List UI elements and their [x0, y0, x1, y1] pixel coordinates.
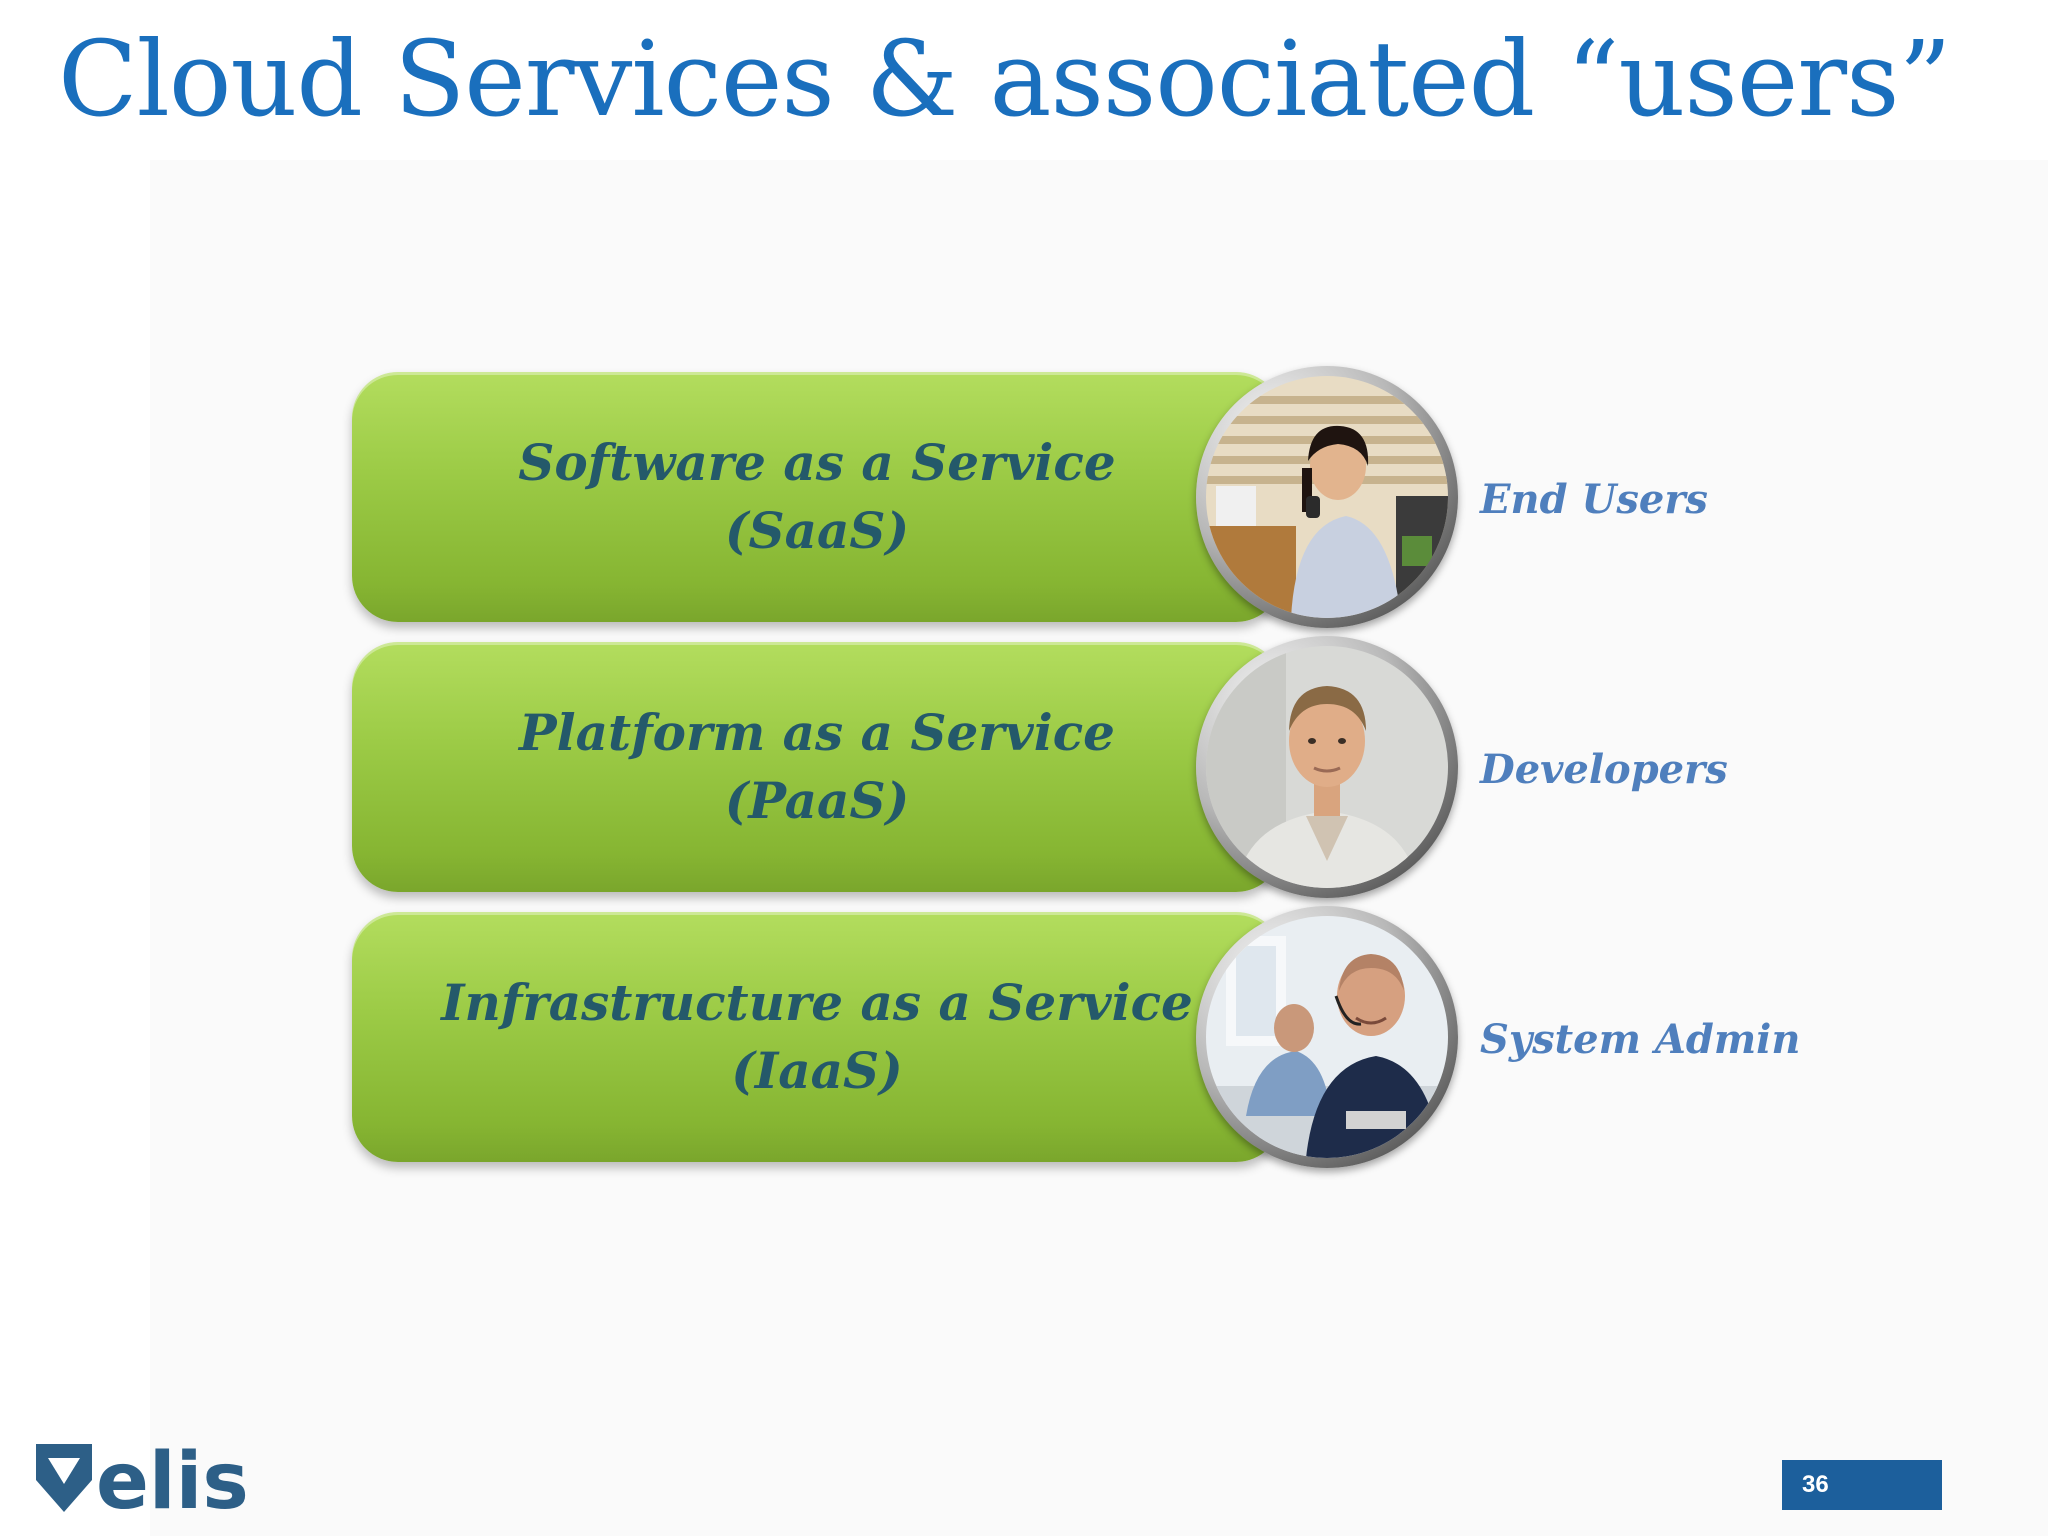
service-label-paas: Platform as a Service (PaaS) [352, 642, 1282, 892]
user-label-system-admin: System Admin [1480, 1016, 1801, 1063]
service-pill-iaas [352, 912, 1282, 1162]
service-pill-paas [352, 642, 1282, 892]
office-worker-photo [1206, 376, 1448, 618]
service-abbrev: (IaaS) [731, 1041, 903, 1100]
user-label-developers: Developers [1480, 746, 1728, 793]
service-label-saas: Software as a Service (SaaS) [352, 372, 1282, 622]
service-label-iaas: Infrastructure as a Service (IaaS) [352, 912, 1282, 1162]
service-pill-saas [352, 372, 1282, 622]
service-row-iaas: Infrastructure as a Service (IaaS) [352, 906, 1800, 1172]
service-row-saas: Software as a Service (SaaS) [352, 366, 1752, 632]
photo-frame [1196, 636, 1458, 898]
service-abbrev: (SaaS) [724, 501, 910, 560]
photo-frame [1196, 366, 1458, 628]
slide-title: Cloud Services & associated “users” [58, 18, 1952, 140]
support-team-photo [1206, 916, 1448, 1158]
elis-logo: elis [34, 1437, 264, 1527]
service-row-paas: Platform as a Service (PaaS) Deve [352, 636, 1752, 902]
service-abbrev: (PaaS) [724, 771, 910, 830]
service-name: Software as a Service [518, 433, 1116, 492]
service-name: Infrastructure as a Service [441, 973, 1193, 1032]
developer-photo [1206, 646, 1448, 888]
service-name: Platform as a Service [519, 703, 1115, 762]
logo-wordmark: elis [96, 1438, 249, 1518]
photo-frame [1196, 906, 1458, 1168]
page-number: 36 [1782, 1460, 1942, 1510]
user-label-end-users: End Users [1480, 476, 1708, 523]
